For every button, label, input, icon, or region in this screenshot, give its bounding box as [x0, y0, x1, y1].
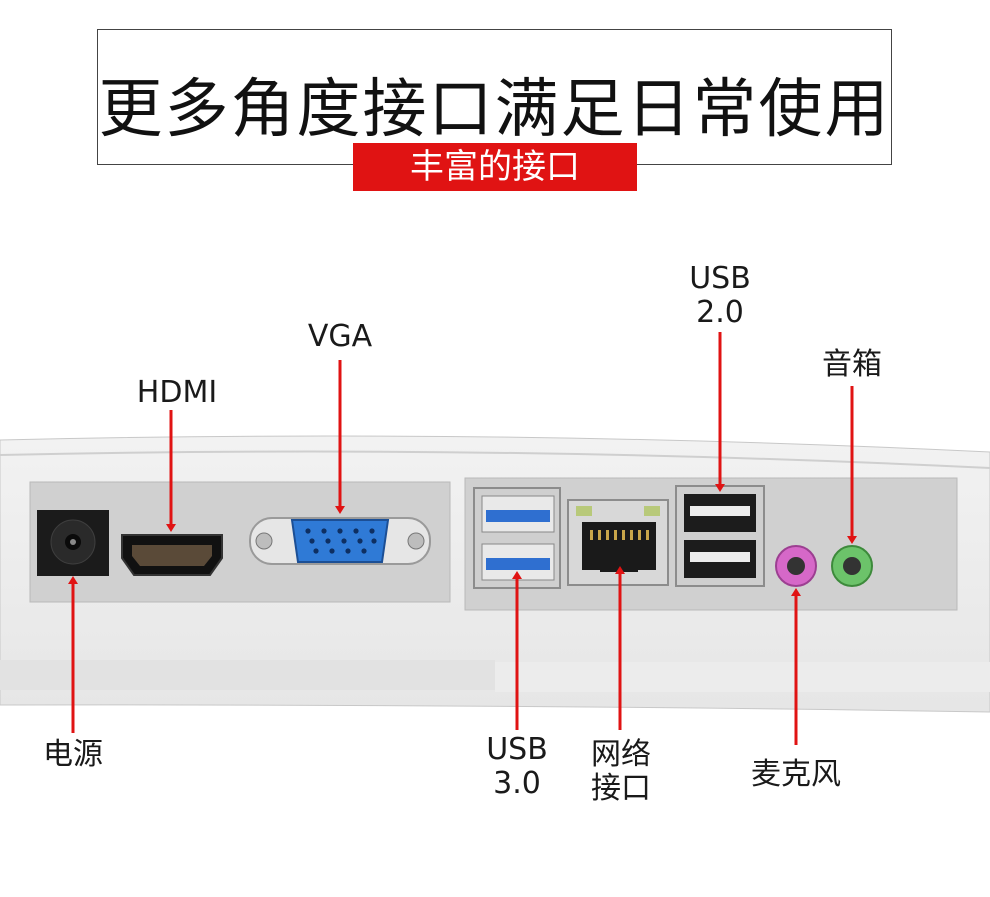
usb3-label-line1: USB — [486, 732, 548, 767]
hdmi-label: HDMI — [136, 375, 218, 410]
usb3-label-line2: 3.0 — [493, 766, 541, 801]
usb2-label-line1: USB — [689, 261, 751, 296]
power-port — [37, 510, 109, 576]
vga-label: VGA — [307, 319, 373, 354]
page-title: 更多角度接口满足日常使用 — [98, 73, 891, 147]
bottom-strip — [0, 660, 495, 690]
microphone-label: 麦克风 — [751, 757, 841, 792]
network-label: 网络 接口 — [576, 738, 666, 806]
speaker-label: 音箱 — [822, 347, 882, 382]
monitor-edge — [0, 450, 990, 469]
title-frame: 更多角度接口满足日常使用 — [97, 29, 892, 165]
usb2-label-line2: 2.0 — [696, 295, 744, 330]
usb2-port — [675, 485, 765, 587]
hdmi-port — [121, 534, 223, 576]
microphone-port — [775, 545, 817, 587]
power-label: 电源 — [43, 737, 103, 772]
network-port — [567, 499, 669, 586]
subtitle-badge: 丰富的接口 — [353, 143, 637, 191]
bottom-strip-right — [495, 662, 990, 692]
usb3-port — [473, 487, 561, 589]
speaker-port — [831, 545, 873, 587]
network-label-line2: 接口 — [591, 771, 651, 806]
usb3-label: USB 3.0 — [475, 733, 559, 801]
usb2-label: USB 2.0 — [680, 262, 760, 330]
vga-port — [249, 517, 431, 565]
network-label-line1: 网络 — [591, 737, 651, 772]
